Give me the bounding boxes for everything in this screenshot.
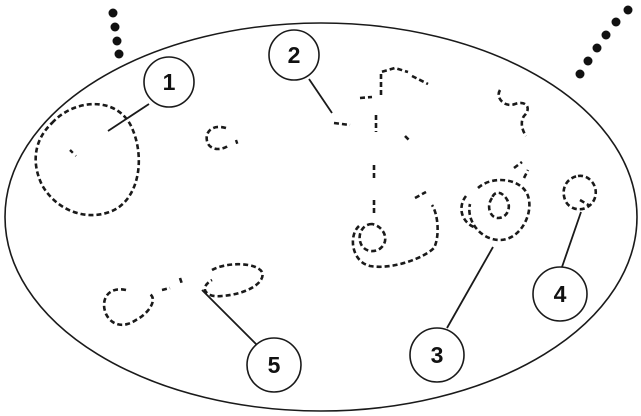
callout-4-label: 4 <box>554 281 567 307</box>
structure-5 <box>102 262 264 327</box>
callout-1: 1 <box>143 56 195 108</box>
callout-3: 3 <box>409 327 465 383</box>
callout-5-label: 5 <box>268 352 281 378</box>
leader-line-1 <box>107 103 150 132</box>
leader-line-3 <box>446 246 494 329</box>
structure-4 <box>562 174 598 211</box>
callout-1-label: 1 <box>163 69 176 95</box>
leader-line-5 <box>201 289 258 346</box>
small-fragment-dot <box>234 139 240 147</box>
callout-2-label: 2 <box>288 42 301 68</box>
callout-5: 5 <box>246 337 302 393</box>
small-c-fragment <box>205 125 229 151</box>
structure-3 <box>460 160 531 242</box>
structure-2 <box>333 66 439 269</box>
callout-4: 4 <box>532 266 588 322</box>
cell-outline <box>4 22 638 412</box>
left-dotted-strand <box>108 8 124 59</box>
callout-2: 2 <box>268 29 320 81</box>
structure-1 <box>34 102 141 217</box>
leader-line-4 <box>561 211 582 268</box>
leader-line-2 <box>308 78 333 114</box>
curly-fragment <box>497 89 529 137</box>
right-dotted-strand <box>575 5 633 79</box>
callout-3-label: 3 <box>431 342 444 368</box>
